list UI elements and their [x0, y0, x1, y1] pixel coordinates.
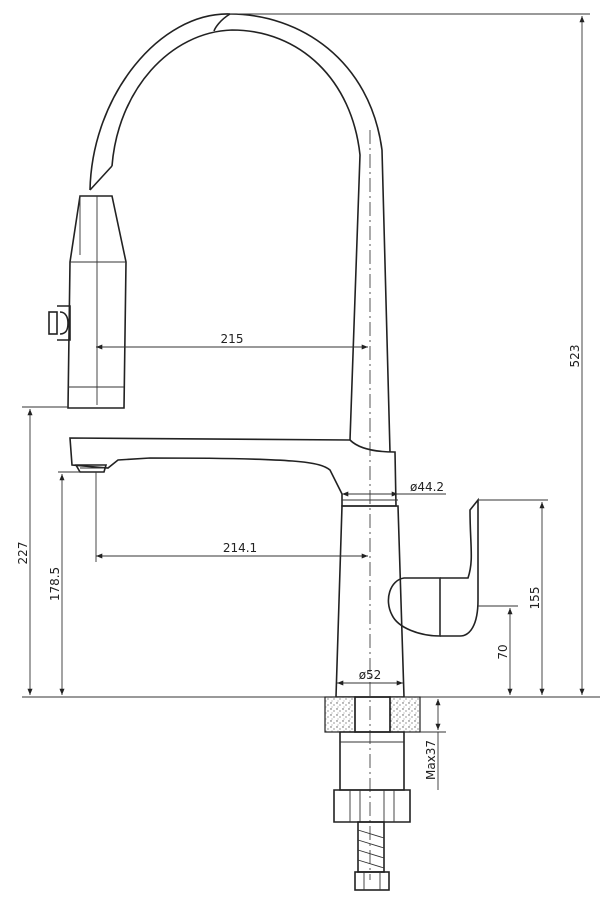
mounting-assembly [324, 696, 421, 891]
lever-handle [387, 497, 548, 637]
dimension-total-height: 523 [230, 13, 590, 695]
dimension-handle-155: 155 [528, 502, 545, 695]
dimension-label-215: 215 [221, 332, 244, 346]
dimension-label-44-2: ø44.2 [410, 480, 444, 494]
dimension-outlet-227: 227 [16, 406, 68, 695]
dimension-label-max37: Max37 [424, 740, 438, 780]
dimension-label-214-1: 214.1 [223, 541, 257, 555]
dimension-label-155: 155 [528, 587, 542, 610]
dimension-label-523: 523 [568, 345, 582, 368]
gooseneck-spout [89, 13, 391, 453]
dimension-label-70: 70 [496, 644, 510, 659]
dimension-handshower-reach: 215 [96, 332, 368, 350]
dimension-max-thickness: Max37 [420, 699, 446, 790]
lower-spout-arm [69, 437, 397, 507]
handshower [48, 195, 127, 409]
dimension-handle-70: 70 [478, 605, 518, 695]
dimension-label-52: ø52 [359, 668, 382, 682]
dimension-base-diameter: ø52 [337, 668, 403, 686]
dimension-outlet-178: 178.5 [48, 471, 80, 695]
dimension-label-227: 227 [16, 542, 30, 565]
dimension-spout-reach: 214.1 [95, 472, 368, 562]
dimension-body-diameter: ø44.2 [342, 480, 446, 497]
dimension-label-178-5: 178.5 [48, 567, 62, 601]
